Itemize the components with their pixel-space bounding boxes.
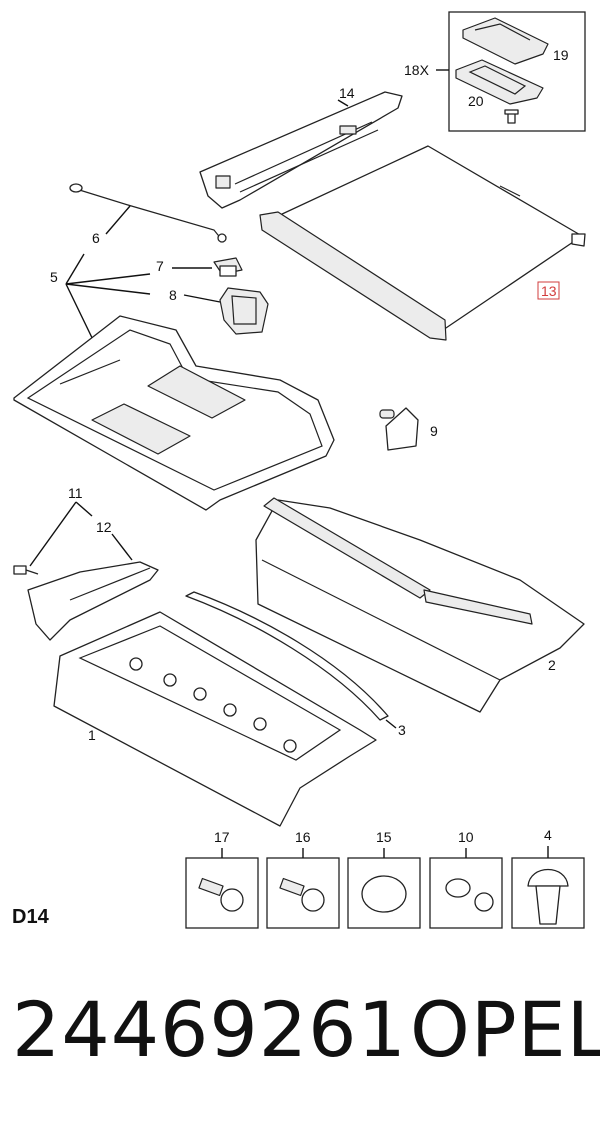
callout-19: 19	[553, 47, 569, 63]
callout-9: 9	[430, 423, 438, 439]
callout-3: 3	[398, 722, 406, 738]
callout-4: 4	[544, 827, 552, 843]
fastener-box-4	[511, 857, 585, 929]
part-9-knob	[379, 407, 419, 451]
callout-6: 6	[92, 230, 100, 246]
callout-11: 11	[68, 485, 83, 501]
callout-13: 13	[541, 283, 557, 299]
part-14-side-trim	[199, 91, 403, 209]
callout-20: 20	[468, 93, 484, 109]
fastener-box-16	[266, 857, 340, 929]
fastener-box-15	[347, 857, 421, 929]
part-3-strip	[185, 591, 389, 721]
callout-18x: 18X	[404, 62, 430, 78]
callout-7: 7	[156, 258, 164, 274]
part-19-cover	[462, 17, 549, 65]
part-number: 24469261	[12, 985, 407, 1074]
callout-8: 8	[169, 287, 177, 303]
callout-12: 12	[96, 519, 112, 535]
part-20-screw	[504, 109, 519, 124]
brand-name: OPEL	[410, 985, 600, 1074]
part-11-bolt	[13, 565, 39, 575]
part-5-parcel-shelf	[13, 315, 335, 511]
callout-14: 14	[339, 85, 355, 101]
part-2-shelf	[255, 497, 585, 713]
part-13-roller-blind	[259, 145, 586, 341]
part-12-mount	[27, 561, 159, 641]
fastener-box-17	[185, 857, 259, 929]
callout-10: 10	[458, 829, 474, 845]
part-1-shelf	[53, 611, 377, 827]
callout-13-frame	[537, 281, 560, 300]
section-code: D14	[12, 906, 49, 928]
part-6-rod	[69, 183, 227, 243]
callout-16: 16	[295, 829, 311, 845]
callout-17: 17	[214, 829, 230, 845]
callout-5: 5	[50, 269, 58, 285]
callout-15: 15	[376, 829, 392, 845]
callout-1: 1	[88, 727, 96, 743]
part-7-clip	[213, 257, 243, 277]
part-8-bracket	[219, 287, 269, 335]
fastener-box-10	[429, 857, 503, 929]
parts-diagram: 19 18X 20 14 6 7 5 8 13 9 11 12 2 3 1 17…	[13, 11, 586, 929]
callout-2: 2	[548, 657, 556, 673]
part-20-lamp-housing	[455, 59, 544, 105]
